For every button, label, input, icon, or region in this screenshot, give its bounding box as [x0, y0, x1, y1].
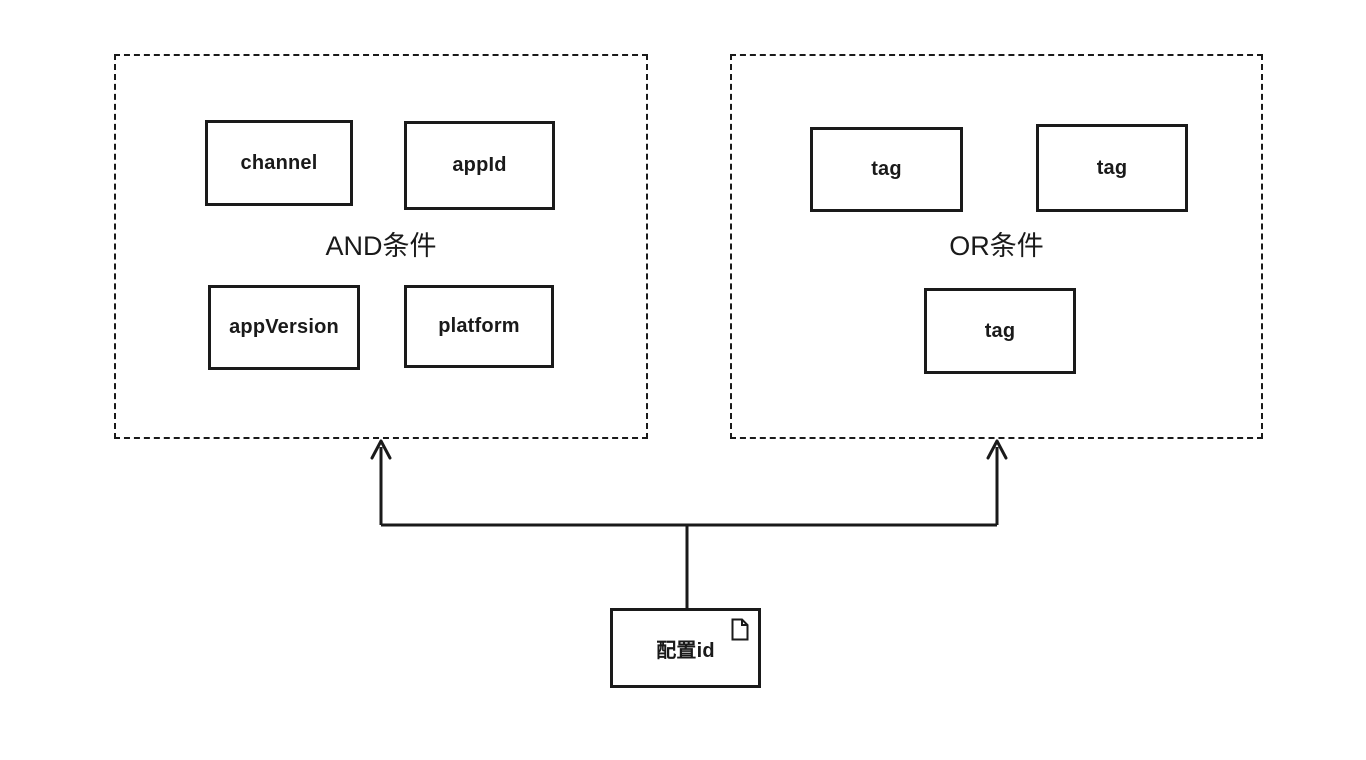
group-and-conditions[interactable]	[114, 54, 648, 439]
node-platform[interactable]: platform	[404, 285, 554, 368]
node-tag-1[interactable]: tag	[810, 127, 963, 212]
group-or-conditions[interactable]	[730, 54, 1263, 439]
document-icon	[731, 618, 749, 641]
arrowhead-left	[370, 439, 392, 460]
node-appid-label: appId	[452, 154, 507, 176]
node-channel[interactable]: channel	[205, 120, 353, 206]
node-tag-3[interactable]: tag	[924, 288, 1076, 374]
node-appversion[interactable]: appVersion	[208, 285, 360, 370]
node-tag-2[interactable]: tag	[1036, 124, 1188, 212]
node-config-id-label: 配置id	[656, 639, 715, 662]
node-appid[interactable]: appId	[404, 121, 555, 210]
node-tag-2-label: tag	[1096, 156, 1128, 179]
node-config-id[interactable]: 配置id	[610, 608, 761, 688]
node-channel-label: channel	[240, 151, 318, 174]
node-tag-3-label: tag	[984, 319, 1016, 342]
group-and-label: AND条件	[325, 231, 437, 261]
node-platform-label: platform	[438, 315, 520, 337]
group-or-label: OR条件	[949, 231, 1044, 261]
arrowhead-right	[986, 439, 1008, 460]
node-tag-1-label: tag	[871, 158, 902, 180]
node-appversion-label: appVersion	[229, 316, 339, 338]
